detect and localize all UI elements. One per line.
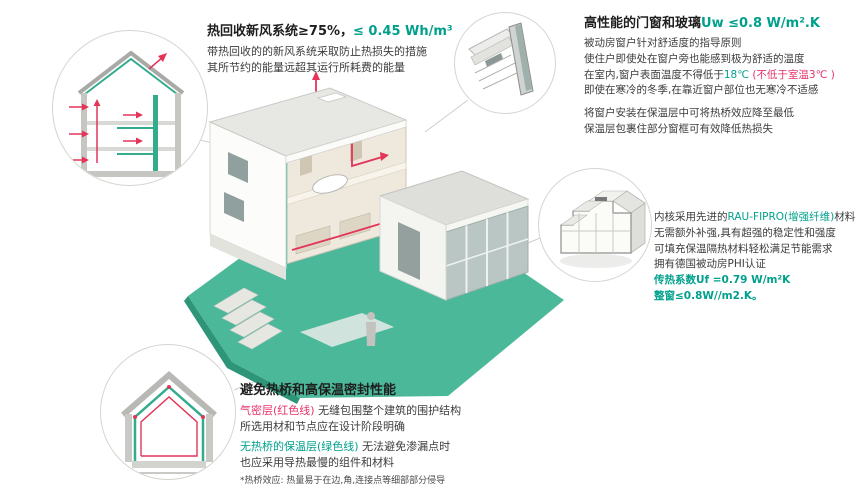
windows-line-3-note: (不低于室温3℃ ) [749, 68, 835, 81]
glass-wing [378, 170, 530, 301]
airtight-layer-line-2: 所选用材和节点应在设计阶段明确 [240, 419, 405, 433]
windows-line-3-black: 在室内,窗户表面温度不得低于 [584, 68, 724, 81]
insulation-layer-label: 无热桥的保温层(绿色线) [240, 440, 359, 454]
windows-line-5: 将窗户安装在保温层中可将热桥效应降至最低 [584, 107, 794, 119]
person-figure [366, 312, 376, 346]
windows-line-3-temp: 18℃ [723, 68, 749, 81]
heat-recovery-text-block: 热回收新风系统≥75%，≤ 0.45 Wh/m³ 带热回收的的新风系统采取防止热… [207, 20, 472, 76]
thermal-bridge-text-block: 避免热桥和高保温密封性能 气密层(红色线) 无缝包围整个建筑的围护结构 所选用材… [240, 379, 555, 486]
thermal-bridge-title: 避免热桥和高保温密封性能 [240, 383, 397, 398]
profile-material-name: RAU-FIPRO(增强纤维) [727, 211, 835, 223]
window-section-diagram [468, 22, 534, 96]
gasket [595, 197, 607, 201]
windows-title-value: Uw ≤0.8 W/m².K [701, 16, 820, 31]
profile-line-2: 无需额外补强,具有超强的稳定性和强度 [654, 226, 836, 239]
walkway [300, 313, 394, 347]
heat-recovery-title-main: 热回收新风系统≥75%， [207, 24, 354, 39]
profile-uf-value: 传热系数Uf =0.79 W/m²K [654, 274, 791, 286]
windows-text-block: 高性能的门窗和玻璃Uw ≤0.8 W/m².K 被动房窗户针对舒适度的指导原则 … [584, 12, 862, 138]
roof-vent-unit [316, 92, 348, 103]
airtight-layer-line: 气密层(红色线) 无缝包围整个建筑的围护结构 [240, 403, 555, 419]
thermal-bridge-section-detail [100, 344, 236, 480]
airtight-layer-text: 无缝包围整个建筑的围护结构 [314, 404, 462, 417]
ventilation-section-detail [52, 30, 208, 186]
windows-line-6: 保温层包裹住部分窗框可有效降低热损失 [584, 122, 773, 135]
airtight-layer-label: 气密层(红色线) [240, 404, 315, 417]
windows-title-main: 高性能的门窗和玻璃 [584, 16, 702, 31]
heat-recovery-body-2: 其所节约的能量远超其运行所耗费的能量 [207, 60, 405, 74]
profile-line-1a: 内核采用先进的 [654, 211, 728, 223]
supply-duct [153, 95, 158, 171]
terrace-steps [213, 287, 283, 350]
window-profile-detail [538, 168, 652, 282]
profile-line-1b: 材料 [834, 211, 856, 223]
insulation-layer-line: 无热桥的保温层(绿色线) 无法避免渗漏点时 [240, 439, 555, 455]
insulation-layer-text: 无法避免渗漏点时 [358, 440, 451, 454]
profile-uw-value: 整窗≤0.8W//m2.K。 [654, 289, 763, 302]
thermal-bridge-footnote: *热桥效应: 热量易于在边,角,连接点等细部部分侵导 [240, 476, 446, 487]
profile-line-3: 可填充保温隔热材料轻松满足节能需求 [654, 242, 833, 255]
heat-recovery-body-1: 带热回收的的新风系统采取防止热损失的措施 [207, 45, 427, 58]
insulation-layer-line-2: 也应采用导热最慢的组件和材料 [240, 455, 394, 469]
profile-line-1: 内核采用先进的RAU-FIPRO(增强纤维)材料 [654, 210, 864, 226]
thermal-bridge-diagram [121, 371, 217, 474]
windows-title: 高性能的门窗和玻璃Uw ≤0.8 W/m².K [584, 12, 862, 31]
profile-text-block: 内核采用先进的RAU-FIPRO(增强纤维)材料 无需额外补强,具有超强的稳定性… [654, 210, 864, 305]
bathtub [312, 174, 348, 194]
windows-line-4: 即使在寒冷的冬季,在靠近窗户部位也无寒冷不适感 [584, 84, 819, 97]
main-wing-cutaway [208, 71, 408, 280]
heat-recovery-title: 热回收新风系统≥75%，≤ 0.45 Wh/m³ [207, 20, 472, 39]
window-profile-diagram [560, 190, 646, 268]
ventilation-section-diagram [69, 50, 185, 177]
heat-recovery-title-value: ≤ 0.45 Wh/m³ [353, 24, 453, 39]
windows-line-3: 在室内,窗户表面温度不得低于18℃ (不低于室温3℃ ) [584, 68, 862, 84]
windows-line-2: 使住户即使处在窗户旁也能感到极为舒适的温度 [584, 52, 805, 65]
windows-line-1: 被动房窗户针对舒适度的指导原则 [584, 37, 742, 49]
window-section-detail [454, 12, 556, 114]
entry-door [398, 222, 420, 280]
profile-line-4: 拥有德国被动房PHI认证 [654, 258, 766, 271]
airtight-line [140, 396, 198, 457]
